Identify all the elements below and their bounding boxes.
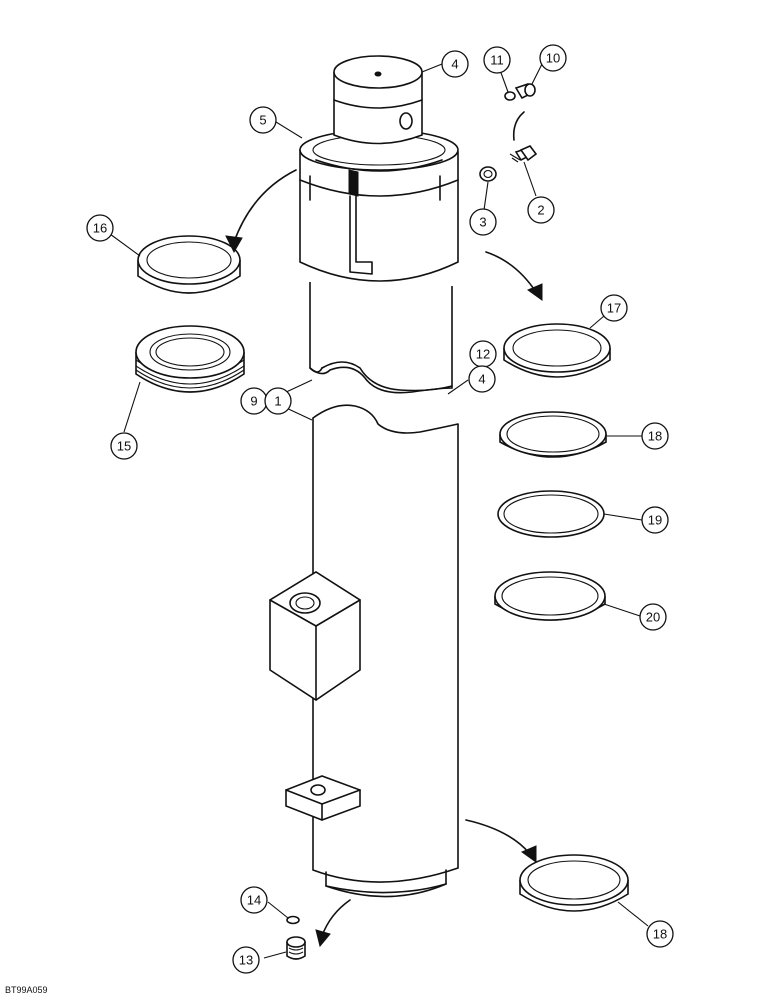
callout-4-top-label: 4 — [451, 57, 458, 72]
plug-10 — [514, 83, 536, 100]
callout-1-label: 1 — [274, 394, 281, 409]
callout-18-middle: 18 — [641, 422, 669, 450]
callout-20: 20 — [639, 603, 667, 631]
callout-10: 10 — [539, 44, 567, 72]
callout-16: 16 — [86, 214, 114, 242]
callout-11-label: 11 — [490, 53, 504, 68]
callout-9: 9 — [240, 387, 268, 415]
callout-14: 14 — [240, 886, 268, 914]
bleed-screw-2 — [509, 145, 538, 163]
figure-id: BT99A059 — [5, 985, 48, 995]
ring-18-bottom — [519, 854, 629, 912]
callout-12-label: 12 — [476, 347, 490, 362]
callout-3-label: 3 — [479, 215, 486, 230]
callout-15: 15 — [110, 432, 138, 460]
callout-9-label: 9 — [250, 394, 257, 409]
callout-1: 1 — [264, 387, 292, 415]
ring-19 — [497, 490, 605, 538]
gland-assembly — [299, 129, 459, 282]
callout-18-bottom-label: 18 — [653, 927, 667, 942]
cylinder-barrel-upper — [309, 282, 453, 394]
callout-4-top: 4 — [441, 50, 469, 78]
callout-13: 13 — [232, 946, 260, 974]
o-ring-14 — [286, 915, 300, 925]
install-arrow-plug-10 — [512, 111, 525, 141]
seal-washer-3 — [479, 166, 497, 182]
callout-16-label: 16 — [93, 221, 107, 236]
callout-5-label: 5 — [259, 113, 266, 128]
callout-14-label: 14 — [247, 893, 261, 908]
ring-18-middle — [499, 411, 607, 458]
install-arrow-to-18 — [465, 819, 537, 863]
mounting-tab — [285, 775, 361, 821]
callout-4-mid-label: 4 — [478, 372, 485, 387]
callout-18-bottom: 18 — [646, 920, 674, 948]
callout-12: 12 — [469, 340, 497, 368]
callout-13-label: 13 — [239, 953, 253, 968]
port-block — [269, 571, 361, 701]
piston-rod-top — [333, 55, 423, 145]
callout-20-label: 20 — [646, 610, 660, 625]
callout-18-middle-label: 18 — [648, 429, 662, 444]
install-arrow-to-17 — [485, 251, 543, 301]
callout-2: 2 — [527, 196, 555, 224]
callout-17: 17 — [600, 294, 628, 322]
callout-5: 5 — [249, 106, 277, 134]
cylinder-barrel-lower — [312, 404, 459, 898]
install-arrow-to-13 — [315, 899, 351, 948]
ring-20 — [494, 571, 606, 621]
callout-19-label: 19 — [648, 513, 662, 528]
callout-3: 3 — [469, 208, 497, 236]
callout-17-label: 17 — [607, 301, 621, 316]
callout-19: 19 — [641, 506, 669, 534]
o-ring-11 — [504, 91, 516, 101]
callout-15-label: 15 — [117, 439, 131, 454]
install-arrow-to-16 — [225, 169, 297, 254]
plug-13 — [286, 936, 306, 960]
wear-ring-15 — [135, 325, 245, 393]
callout-10-label: 10 — [546, 51, 560, 66]
callout-11: 11 — [483, 46, 511, 74]
callout-4-mid: 4 — [468, 365, 496, 393]
ring-16 — [137, 235, 241, 294]
callout-2-label: 2 — [537, 203, 544, 218]
seal-17 — [503, 323, 611, 378]
